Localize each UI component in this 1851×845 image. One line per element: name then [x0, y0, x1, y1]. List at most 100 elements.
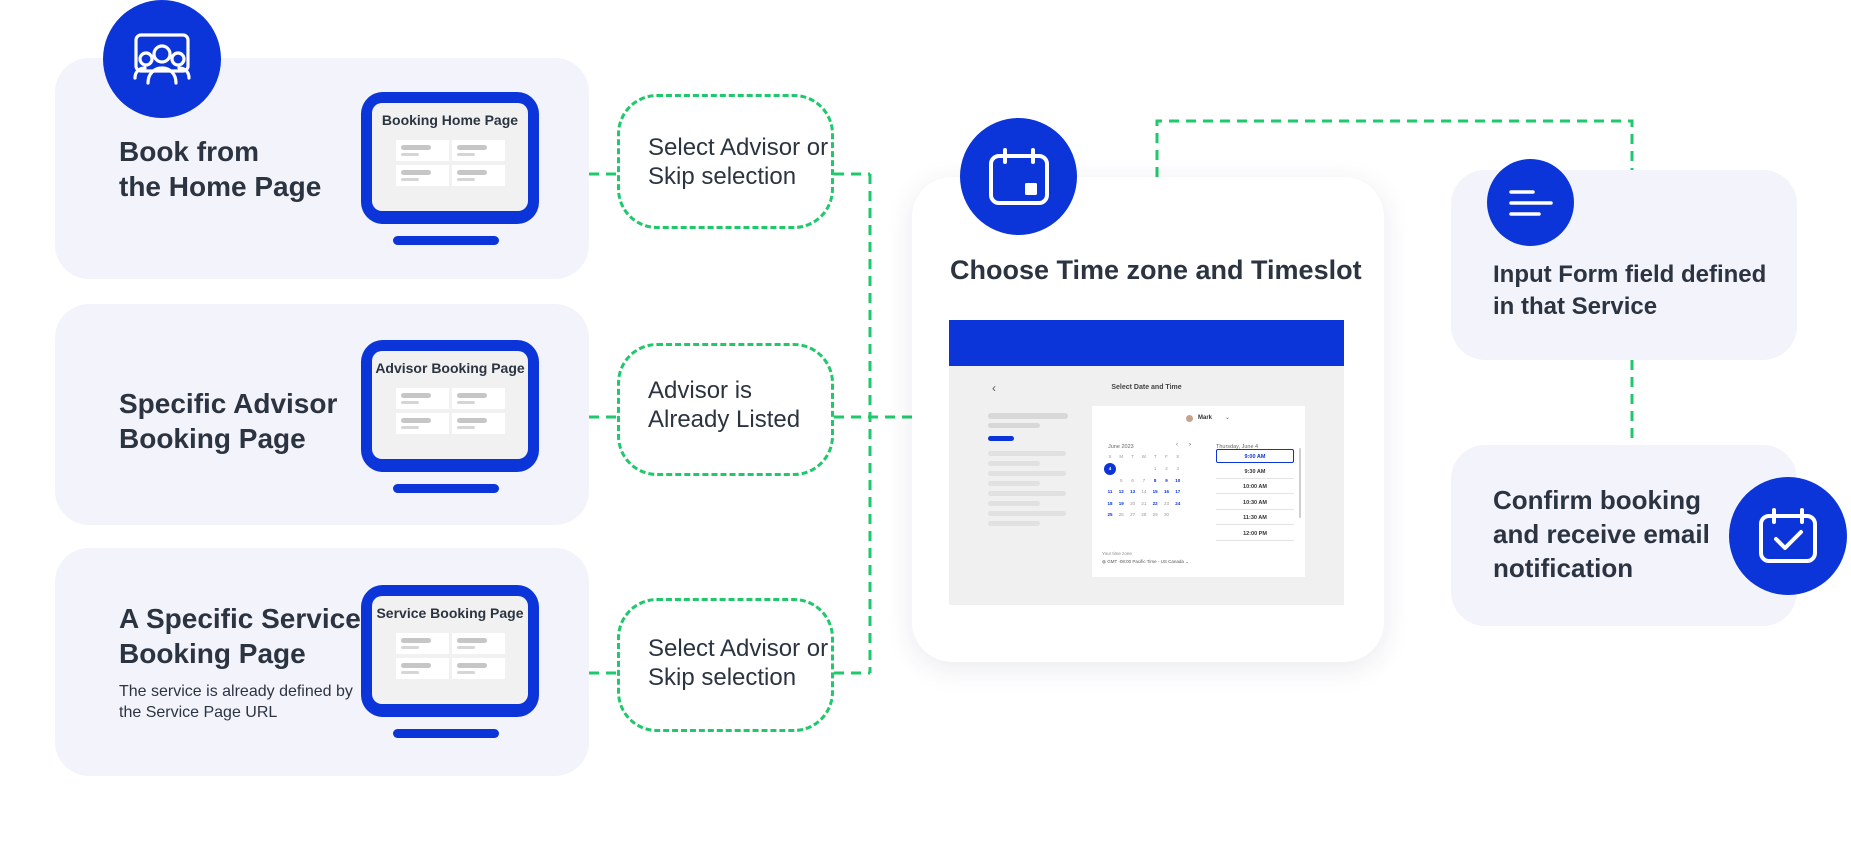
calendar-day[interactable]: 8 [1153, 477, 1157, 483]
timezone-chevron-icon: ⌄ [1185, 559, 1189, 564]
calendar-day[interactable]: 16 [1163, 489, 1169, 494]
calendar-day[interactable]: 25 [1107, 512, 1113, 517]
step-select-advisor-3 [617, 598, 834, 732]
skeleton-line [988, 423, 1040, 428]
calendar-day[interactable]: 3 [1176, 466, 1180, 471]
skeleton-line [988, 481, 1040, 486]
monitor-screen-label: Service Booking Page [376, 605, 524, 621]
advisor-select[interactable]: Mark [1198, 415, 1213, 421]
timeslot-option[interactable]: 12:00 PM [1216, 527, 1294, 541]
calendar-day[interactable]: 22 [1152, 500, 1158, 506]
timeslot-option[interactable]: 9:30 AM [1216, 465, 1294, 479]
monitor-screen-label: Advisor Booking Page [375, 360, 525, 376]
month-label: June 2023 [1108, 444, 1134, 450]
calendar-day[interactable]: 9 [1165, 477, 1168, 483]
calendar-icon [988, 147, 1049, 205]
calendar-day[interactable]: 28 [1141, 512, 1147, 517]
monitor-screen-label: Booking Home Page [381, 112, 519, 128]
selected-date-label: Thursday, June 4 [1216, 444, 1259, 450]
calendar-check-icon-circle [1729, 477, 1847, 595]
calendar-day[interactable]: 19 [1118, 500, 1124, 506]
advisor-chevron-icon: ⌄ [1225, 415, 1231, 421]
weekday-label: W [1141, 454, 1147, 459]
calendar-day[interactable]: 11 [1107, 489, 1113, 494]
skeleton-line [988, 451, 1066, 456]
service-page-monitor: Service Booking Page [361, 585, 539, 759]
calendar-day[interactable]: 24 [1175, 500, 1181, 506]
calendar-day[interactable]: 29 [1152, 512, 1158, 517]
calendar-day[interactable]: 10 [1175, 477, 1181, 483]
timeslot-option[interactable]: 11:30 AM [1216, 511, 1294, 525]
slot-scrollbar[interactable] [1299, 448, 1301, 518]
weekday-label: F [1165, 454, 1168, 459]
weekday-label: S [1108, 454, 1112, 459]
skeleton-line [988, 461, 1040, 466]
prev-month-icon[interactable]: ‹ [1176, 442, 1178, 448]
calendar-day[interactable]: 5 [1120, 477, 1123, 483]
people-icon [133, 33, 191, 85]
advisor-page-monitor: Advisor Booking Page [361, 340, 539, 514]
timeslot-option[interactable]: 9:00 AM [1216, 449, 1294, 463]
calendar-day[interactable]: 2 [1165, 466, 1168, 471]
skeleton-line [988, 413, 1068, 419]
calendar-day[interactable]: 14 [1141, 489, 1147, 494]
calendar-day[interactable]: 13 [1130, 489, 1136, 494]
calendar-day[interactable]: 21 [1141, 500, 1147, 506]
calendar-day[interactable]: 18 [1107, 500, 1113, 506]
timezone-value: GMT -08:00 Pacific Time - US Canada [1107, 559, 1184, 564]
weekday-label: M [1119, 454, 1124, 459]
step-select-advisor-1 [617, 94, 834, 229]
timeslot-option[interactable]: 10:30 AM [1216, 496, 1294, 510]
advisor-avatar [1186, 415, 1193, 422]
calendar-day[interactable]: 27 [1130, 512, 1136, 517]
weekday-label: T [1131, 454, 1134, 459]
calendar-day[interactable]: 12 [1118, 489, 1124, 494]
skeleton-line [988, 471, 1066, 476]
calendar-check-icon [1759, 508, 1817, 563]
calendar-icon-circle [960, 118, 1077, 235]
calendar-day[interactable]: 7 [1142, 477, 1146, 483]
skeleton-accent-line [988, 436, 1014, 441]
timeslot-option[interactable]: 10:00 AM [1216, 480, 1294, 494]
calendar-day[interactable]: 4 [1104, 463, 1116, 475]
calendar-widget: Mark ⌄ June 2023 ‹ › Thursday, June 4 S M… [1092, 406, 1305, 577]
calendar-day[interactable]: 15 [1152, 489, 1158, 494]
step-advisor-listed [617, 343, 834, 476]
next-month-icon[interactable]: › [1189, 442, 1191, 448]
timezone-select[interactable]: ◍ GMT -08:00 Pacific Time - US Canada ⌄ [1102, 559, 1189, 565]
screenshot-heading: Select Date and Time [1111, 384, 1182, 391]
timezone-label: Your time zone [1102, 551, 1132, 556]
weekday-label: T [1153, 454, 1157, 459]
skeleton-line [988, 501, 1040, 506]
calendar-day[interactable]: 20 [1130, 500, 1136, 506]
screenshot-header-bar [949, 320, 1344, 366]
calendar-day[interactable]: 1 [1153, 466, 1157, 471]
calendar-day[interactable]: 6 [1131, 477, 1134, 483]
calendar-day[interactable]: 23 [1163, 500, 1169, 506]
timeslot-title: Choose Time zone and Timeslot [950, 255, 1362, 285]
text-lines-icon [1508, 189, 1553, 216]
weekday-label: S [1176, 454, 1180, 459]
calendar-day[interactable]: 30 [1163, 512, 1169, 517]
text-lines-icon-circle [1487, 159, 1574, 246]
booking-screenshot: ‹ Select Date and Time Mark ⌄ June 2023 … [949, 320, 1344, 605]
skeleton-line [988, 521, 1040, 526]
skeleton-line [988, 491, 1066, 496]
calendar-day[interactable]: 26 [1118, 512, 1124, 517]
calendar-day[interactable]: 17 [1175, 489, 1181, 494]
globe-icon: ◍ [1102, 559, 1106, 564]
back-arrow-icon: ‹ [992, 381, 996, 395]
skeleton-line [988, 511, 1066, 516]
home-page-monitor: Booking Home Page [361, 92, 539, 266]
people-icon-circle [103, 0, 221, 118]
